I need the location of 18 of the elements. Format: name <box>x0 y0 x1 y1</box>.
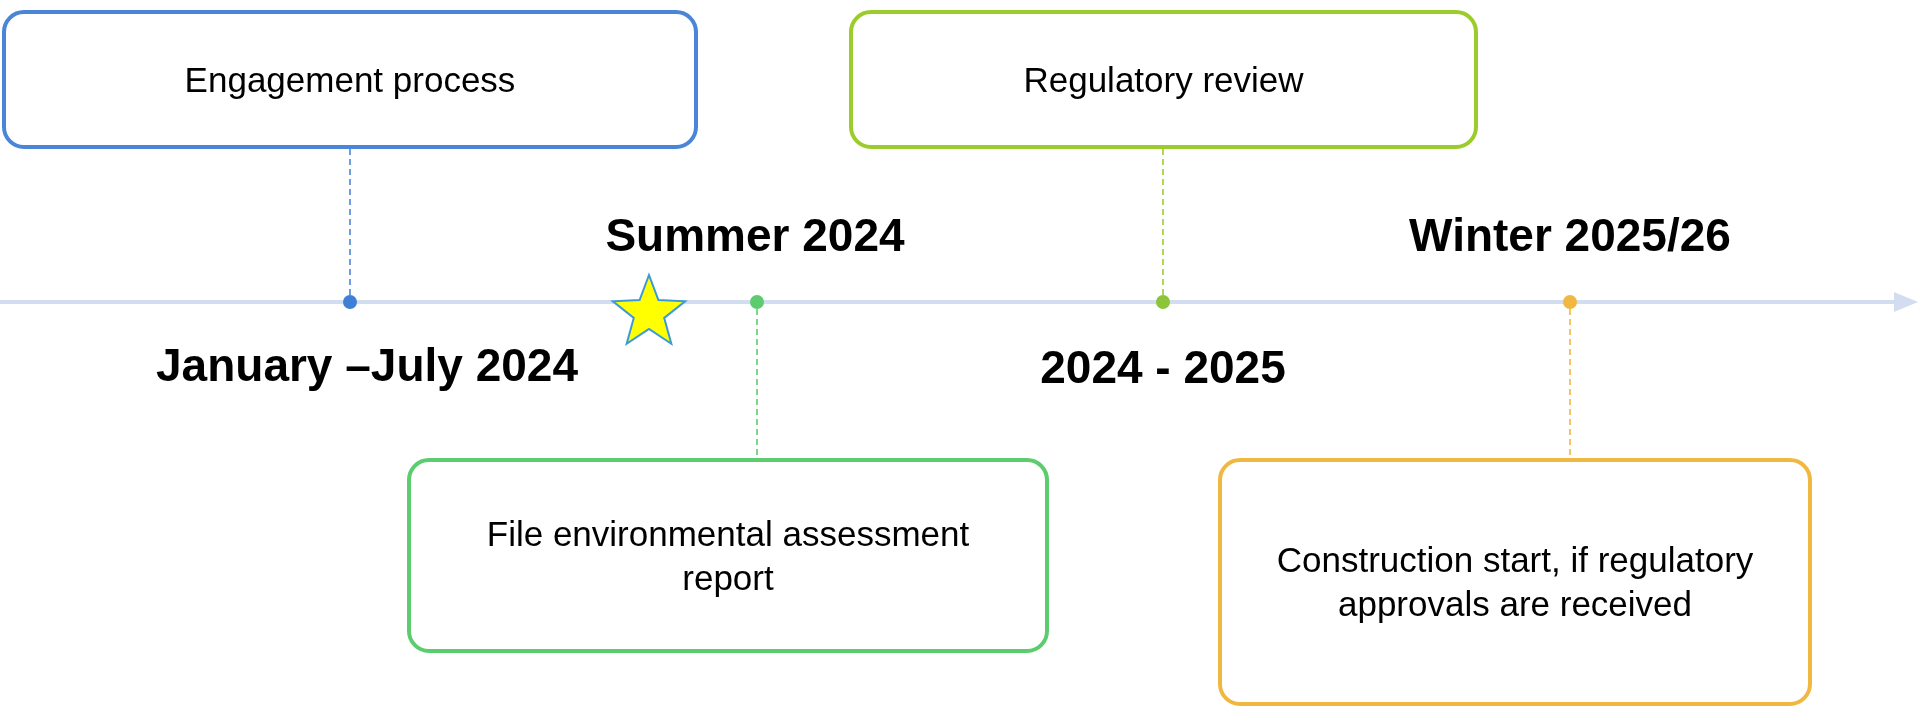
date-label: Winter 2025/26 <box>1409 208 1731 262</box>
milestone-text: File environmental assessment report <box>485 512 971 599</box>
date-label: January –July 2024 <box>156 338 578 392</box>
milestone-box <box>849 10 1478 149</box>
milestone-text: Engagement process <box>184 58 516 101</box>
milestone-text: Construction start, if regulatory approvals are received <box>1275 539 1755 625</box>
connector-line <box>349 148 351 296</box>
timeline-dot <box>343 295 357 309</box>
timeline-dot <box>750 295 764 309</box>
date-label: Summer 2024 <box>605 208 905 262</box>
timeline-dot <box>1563 295 1577 309</box>
milestone-box <box>1218 458 1812 706</box>
date-label: 2024 - 2025 <box>1040 340 1286 394</box>
milestone-text: Regulatory review <box>1023 58 1304 101</box>
milestone-box <box>2 10 698 149</box>
timeline-dot <box>1156 295 1170 309</box>
milestone-box <box>407 458 1049 653</box>
connector-line <box>1162 148 1164 296</box>
